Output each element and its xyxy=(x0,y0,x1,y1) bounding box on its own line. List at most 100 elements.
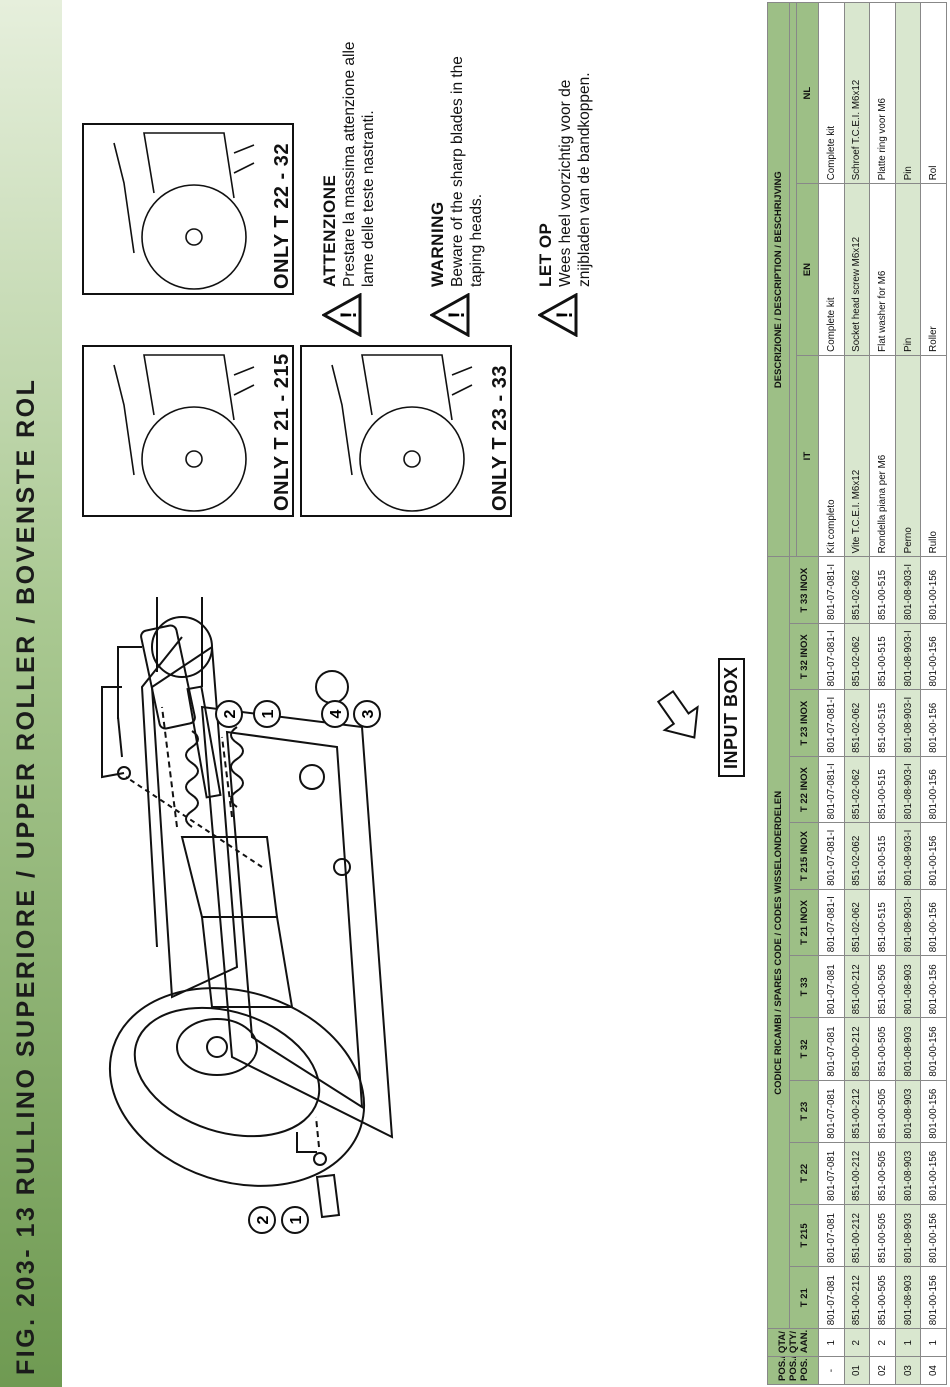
header-model: T 21 xyxy=(789,1266,819,1329)
header-model: T 21 INOX xyxy=(789,889,819,956)
cell-desc-it: Vite T.C.E.I. M6x12 xyxy=(844,355,870,557)
cell-qty: 1 xyxy=(818,1328,845,1357)
warning-title: LET OP xyxy=(536,222,555,287)
cell-qty: 2 xyxy=(869,1328,896,1357)
inset-t22-32: ONLY T 22 - 32 xyxy=(82,123,294,295)
cell-code: 801-07-081-I xyxy=(818,689,845,757)
cell-code: 851-00-515 xyxy=(869,756,896,823)
cell-desc-en: Complete kit xyxy=(818,183,845,356)
cell-desc-nl: Rol xyxy=(920,2,947,184)
inset-label: ONLY T 23 - 33 xyxy=(489,365,511,511)
inset-label: ONLY T 21 - 215 xyxy=(271,353,293,511)
cell-code: 851-00-505 xyxy=(869,955,896,1018)
cell-code: 851-00-212 xyxy=(844,1142,870,1205)
cell-code: 801-00-156 xyxy=(920,1017,947,1081)
cell-code: 801-08-903 xyxy=(895,1204,921,1267)
cell-code: 801-00-156 xyxy=(920,689,947,757)
callout-text: 4 xyxy=(328,709,345,718)
cell-code: 851-00-505 xyxy=(869,1204,896,1267)
cell-code: 801-00-156 xyxy=(920,1080,947,1143)
warning-warning: ! WARNING Beware of the sharp blades in … xyxy=(428,0,486,337)
svg-text:!: ! xyxy=(444,311,469,318)
callout-text: 2 xyxy=(255,1215,272,1224)
cell-code: 801-07-081 xyxy=(818,1017,845,1081)
header-model: T 33 xyxy=(789,955,819,1018)
cell-desc-nl: Schroef T.C.E.I. M6x12 xyxy=(844,2,870,184)
cell-desc-it: Rondella piana per M6 xyxy=(869,355,896,557)
cell-code: 851-02-062 xyxy=(844,556,870,624)
cell-code: 851-00-212 xyxy=(844,955,870,1018)
cell-pos: - xyxy=(818,1356,845,1385)
inset-drawing xyxy=(113,132,255,290)
cell-code: 851-00-212 xyxy=(844,1266,870,1329)
cell-qty: 2 xyxy=(844,1328,870,1357)
input-box-arrow-icon xyxy=(655,687,710,747)
inset-t21-215: ONLY T 21 - 215 xyxy=(82,345,294,517)
cell-code: 801-00-156 xyxy=(920,1142,947,1205)
cell-code: 801-00-156 xyxy=(920,556,947,624)
callout-2-bottom: 2 xyxy=(247,1205,282,1235)
cell-pos: 03 xyxy=(895,1356,921,1385)
cell-code: 801-08-903-I xyxy=(895,556,921,624)
callout-text: 3 xyxy=(360,709,377,718)
cell-code: 801-07-081-I xyxy=(818,556,845,624)
header-model: T 215 INOX xyxy=(789,822,819,890)
warning-text-line2: lame delle teste nastranti. xyxy=(360,110,377,287)
cell-code: 801-00-156 xyxy=(920,822,947,890)
cell-code: 801-00-156 xyxy=(920,623,947,690)
warning-let-op: ! LET OP Wees heel voorzichtig voor de z… xyxy=(536,0,594,337)
inset-label: ONLY T 22 - 32 xyxy=(271,143,293,289)
cell-code: 801-08-903 xyxy=(895,1017,921,1081)
callout-text: 2 xyxy=(222,709,239,718)
cell-code: 851-02-062 xyxy=(844,756,870,823)
cell-pos: 04 xyxy=(920,1356,947,1385)
cell-code: 851-00-505 xyxy=(869,1017,896,1081)
cell-code: 851-00-505 xyxy=(869,1266,896,1329)
page-title: FIG. 203- 13 RULLINO SUPERIORE / UPPER R… xyxy=(12,377,40,1375)
cell-code: 801-08-903-I xyxy=(895,623,921,690)
cell-pos: 01 xyxy=(844,1356,870,1385)
header-codes-group: CODICE RICAMBI / SPARES CODE / CODES WIS… xyxy=(767,556,790,1329)
cell-desc-en: Pin xyxy=(895,183,921,356)
header-lang-en: EN xyxy=(796,183,819,356)
cell-code: 801-08-903 xyxy=(895,1142,921,1205)
cell-code: 851-00-212 xyxy=(844,1017,870,1081)
cell-code: 801-08-903-I xyxy=(895,756,921,823)
cell-code: 851-00-515 xyxy=(869,556,896,624)
warning-text-line1: Prestare la massima attenzione alle xyxy=(341,41,358,287)
inset-drawing xyxy=(331,354,473,512)
cell-code: 801-08-903 xyxy=(895,955,921,1018)
cell-code: 801-07-081-I xyxy=(818,756,845,823)
cell-qty: 1 xyxy=(920,1328,947,1357)
svg-text:!: ! xyxy=(336,311,361,318)
cell-pos: 02 xyxy=(869,1356,896,1385)
header-lang-it: IT xyxy=(796,355,819,557)
cell-code: 851-00-515 xyxy=(869,889,896,956)
cell-code: 851-02-062 xyxy=(844,822,870,890)
warning-text-line2: znijbladen van de bandkoppen. xyxy=(576,72,593,287)
cell-code: 801-00-156 xyxy=(920,955,947,1018)
callout-1-bottom: 1 xyxy=(280,1205,315,1235)
warning-text-line1: Wees heel voorzichtig voor de xyxy=(557,79,574,287)
cell-code: 801-08-903 xyxy=(895,1266,921,1329)
header-model: T 22 xyxy=(789,1142,819,1205)
warning-triangle-icon: ! xyxy=(322,293,362,337)
inset-drawing xyxy=(113,354,255,512)
cell-code: 851-02-062 xyxy=(844,889,870,956)
header-model: T 23 INOX xyxy=(789,689,819,757)
callout-4: 4 xyxy=(320,699,355,729)
cell-desc-en: Flat washer for M6 xyxy=(869,183,896,356)
cell-code: 851-02-062 xyxy=(844,623,870,690)
header-lang-nl: NL xyxy=(796,2,819,184)
header-qty: QTA/ QTY/ AAN. xyxy=(767,1328,819,1357)
header-model: T 22 INOX xyxy=(789,756,819,823)
cell-code: 801-07-081-I xyxy=(818,822,845,890)
cell-code: 801-00-156 xyxy=(920,1204,947,1267)
header-model: T 32 xyxy=(789,1017,819,1081)
warning-text-line2: taping heads. xyxy=(468,193,485,287)
callout-text: 1 xyxy=(288,1215,305,1224)
title-bar: FIG. 203- 13 RULLINO SUPERIORE / UPPER R… xyxy=(0,0,62,1387)
